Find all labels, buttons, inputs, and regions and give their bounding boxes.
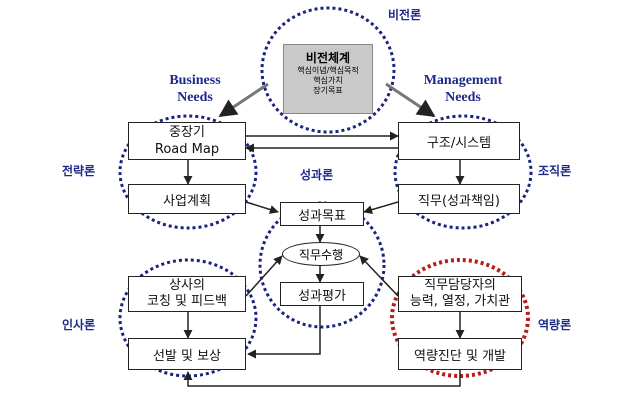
selection-box: 선발 및 보상 — [128, 338, 246, 370]
capability-to-exec-arrow — [359, 255, 399, 297]
roadmap-line2: Road Map — [154, 142, 220, 157]
performance-dotted-circle — [258, 201, 386, 329]
strategy-label: 전략론 — [62, 164, 96, 178]
duty-to-goal-arrow — [363, 201, 399, 215]
capability-line1: 직무담당자의 — [424, 278, 496, 293]
perf-eval-box: 성과평가 — [280, 282, 364, 306]
vision-label: 비전론 — [388, 8, 422, 22]
competency-label: 역량론 — [538, 318, 572, 332]
vision-item: 핵심가치 — [313, 76, 343, 85]
job-exec-oval: 직무수행 — [282, 242, 360, 266]
organization-label: 조직론 — [538, 164, 572, 178]
business-plan-box: 사업계획 — [128, 184, 246, 214]
duty-box: 직무(성과책임) — [398, 184, 520, 214]
strategy-dotted-circle — [118, 114, 258, 230]
business-needs-label: Business Needs — [169, 73, 221, 105]
perf-goal-box: 성과목표 — [280, 202, 364, 226]
hr-label: 인사론 — [62, 318, 96, 332]
diagnosis-box: 역량진단 및 개발 — [398, 338, 522, 370]
plan-to-goal-arrow — [245, 201, 279, 214]
organization-dotted-circle — [393, 114, 533, 230]
structure-box: 구조/시스템 — [398, 122, 520, 160]
business-needs-arrow — [218, 82, 269, 118]
vision-item: 장기목표 — [313, 86, 343, 95]
coaching-to-exec-arrow — [245, 255, 283, 297]
roadmap-line1: 중장기 — [169, 125, 205, 140]
performance-label: 성과론 — [300, 168, 334, 182]
coaching-box: 상사의 코칭 및 피드백 — [128, 276, 246, 312]
vision-title: 비전체계 — [305, 51, 351, 65]
feedback-loop-arrow — [183, 370, 461, 387]
capability-box: 직무담당자의 능력, 열정, 가치관 — [398, 276, 522, 312]
eval-to-selection-arrow — [247, 306, 321, 359]
capability-line2: 능력, 열정, 가치관 — [409, 294, 511, 309]
vision-dotted-circle — [260, 6, 396, 134]
coaching-line2: 코칭 및 피드백 — [146, 294, 228, 309]
coaching-line1: 상사의 — [169, 278, 205, 293]
management-needs-label: Management Needs — [423, 73, 503, 105]
roadmap-box: 중장기 Road Map — [128, 122, 246, 160]
vision-item: 핵심이념/핵심목적 — [297, 66, 359, 75]
vision-system-box: 비전체계 핵심이념/핵심목적 핵심가치 장기목표 — [283, 44, 373, 114]
management-needs-arrow — [385, 82, 436, 118]
